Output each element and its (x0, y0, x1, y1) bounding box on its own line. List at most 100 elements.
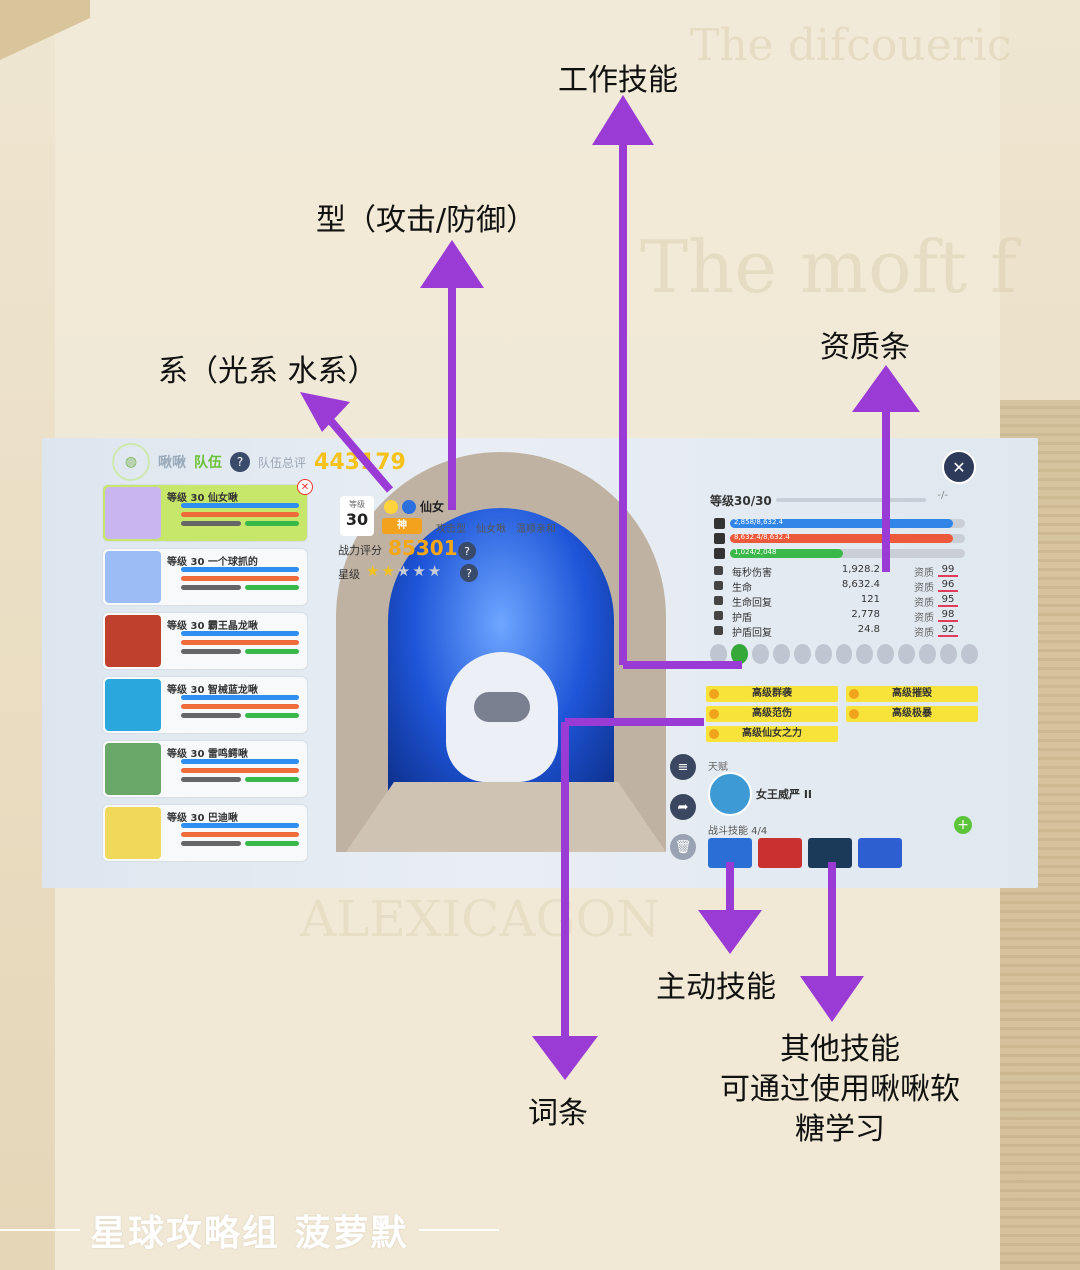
pet-card-title: 等级 30 霸王晶龙啾 (167, 621, 258, 632)
work-skill-icon[interactable] (940, 644, 958, 664)
pet-card-title: 等级 30 仙女啾 (167, 493, 238, 504)
list-icon[interactable]: ≡ (670, 754, 696, 780)
pet-bar-dps (181, 823, 299, 828)
pet-level-label: 等级 (349, 500, 365, 509)
resource-fill (730, 549, 843, 558)
stat-value: 8,632.4 (841, 579, 880, 590)
talent-icon[interactable] (708, 772, 752, 816)
arrow-element-head (300, 392, 350, 432)
arrow-aptitude-head (852, 365, 920, 412)
backdrop-script-1: The difcoueric (690, 20, 1012, 71)
pet-name: 仙女 (420, 500, 445, 514)
remove-pet-icon[interactable]: ✕ (297, 479, 313, 495)
close-icon[interactable]: ✕ (942, 450, 976, 484)
stat-icon (714, 566, 723, 575)
work-skill-icon[interactable] (919, 644, 937, 664)
battle-skill-icon[interactable] (758, 838, 802, 868)
annotation-aptitude: 资质条 (820, 330, 910, 365)
aptitude-label: 资质 (914, 568, 934, 579)
stat-name: 生命 (732, 583, 752, 594)
power-value: 85301 (388, 536, 458, 560)
add-skill-button[interactable]: + (954, 816, 972, 834)
stat-icon (714, 611, 723, 620)
work-skill-icon[interactable] (877, 644, 895, 664)
pet-card[interactable]: 等级 30 雷鸣鳄啾 (102, 740, 308, 798)
work-skill-icon[interactable] (710, 644, 727, 664)
annotation-other-line-3: 糖学习 (795, 1112, 885, 1147)
power-label: 战力评分 (338, 544, 382, 557)
work-skill-icon[interactable] (961, 644, 978, 664)
help-icon[interactable]: ? (230, 452, 250, 472)
stat-icon (714, 596, 723, 605)
work-skill-icon[interactable] (856, 644, 874, 664)
resource-text: 8,632.4/8,632.4 (734, 533, 790, 541)
pet-bar-shield (245, 649, 299, 654)
work-skill-icon[interactable] (793, 644, 811, 664)
level-progress-text: 等级30/30 (710, 494, 772, 508)
talent-name: 女王威严 II (756, 788, 813, 801)
perk-chip[interactable]: 高级极暴 (846, 706, 978, 722)
pet-level-value: 30 (345, 510, 369, 529)
pet-card[interactable]: 等级 30 智械蓝龙啾 (102, 676, 308, 734)
perk-chip[interactable]: 高级群袭 (706, 686, 838, 702)
pet-bar-shield (245, 713, 299, 718)
resource-text: 2,858/8,632.4 (734, 518, 784, 526)
perk-chip[interactable]: 高级范伤 (706, 706, 838, 722)
resource-icon (714, 548, 725, 559)
stat-name: 护盾 (732, 613, 752, 624)
pet-card[interactable]: 等级 30 霸王晶龙啾 (102, 612, 308, 670)
pet-bar-hp (181, 640, 299, 645)
tag-type: 攻击型 (436, 524, 466, 535)
stat-value: 24.8 (857, 624, 880, 635)
header-name: 啾啾 (158, 455, 186, 471)
work-skill-icon[interactable] (898, 644, 916, 664)
stat-name: 护盾回复 (732, 628, 772, 639)
pet-avatar (105, 615, 161, 667)
stone-steps (346, 782, 666, 852)
pet-card[interactable]: 等级 30 巴迪啾 (102, 804, 308, 862)
footer-credit-text: 星球攻略组 菠萝默 (90, 1213, 409, 1254)
trash-icon[interactable]: 🗑 (670, 834, 696, 860)
pet-bar-shield (245, 585, 299, 590)
stat-value: 2,778 (851, 609, 880, 620)
work-skill-icon[interactable] (835, 644, 853, 664)
pet-bar-hp (181, 576, 299, 581)
aptitude-value: 99 (938, 564, 958, 577)
resource-bar: 2,858/8,632.4 (710, 518, 978, 530)
battle-skill-icon[interactable] (858, 838, 902, 868)
light-element-icon (384, 499, 398, 514)
perk-chip[interactable]: 高级摧毁 (846, 686, 978, 702)
work-skill-icon[interactable] (751, 644, 769, 664)
pet-model-face (474, 692, 530, 722)
work-skill-icon[interactable] (814, 644, 832, 664)
pet-avatar (105, 551, 161, 603)
perk-chip[interactable]: 高级仙女之力 (706, 726, 838, 742)
work-skill-icon[interactable] (772, 644, 790, 664)
pet-card-title: 等级 30 雷鸣鳄啾 (167, 749, 248, 760)
pet-card[interactable]: 等级 30 仙女啾 ✕ (102, 479, 313, 542)
star-help-icon[interactable]: ? (460, 564, 478, 582)
arrow-affix-head (532, 1036, 598, 1080)
resource-fill (730, 534, 954, 543)
level-progress-end: -/- (937, 490, 948, 501)
pet-bar-dps (181, 631, 299, 636)
pet-card[interactable]: 等级 30 一个球抓的 (102, 548, 308, 606)
annotation-other-line-1: 其他技能 (780, 1032, 900, 1067)
tag-species: 仙女啾 (476, 524, 506, 535)
work-skill-icon[interactable] (730, 644, 748, 664)
annotation-work-skill: 工作技能 (558, 63, 678, 98)
header-team-tab[interactable]: 队伍 (194, 455, 222, 471)
share-icon[interactable]: ➦ (670, 794, 696, 820)
aptitude-value: 98 (938, 609, 958, 622)
water-element-icon (402, 499, 416, 514)
footer-credit: 星球攻略组 菠萝默 (0, 1210, 560, 1254)
power-help-icon[interactable]: ? (458, 542, 476, 560)
resource-bar: 1,024/2,048 (710, 548, 978, 560)
aptitude-value: 95 (938, 594, 958, 607)
annotation-active-skill: 主动技能 (656, 970, 776, 1005)
resource-track (730, 549, 965, 558)
pet-bar-hp (181, 768, 299, 773)
work-skill-icons (710, 644, 978, 664)
